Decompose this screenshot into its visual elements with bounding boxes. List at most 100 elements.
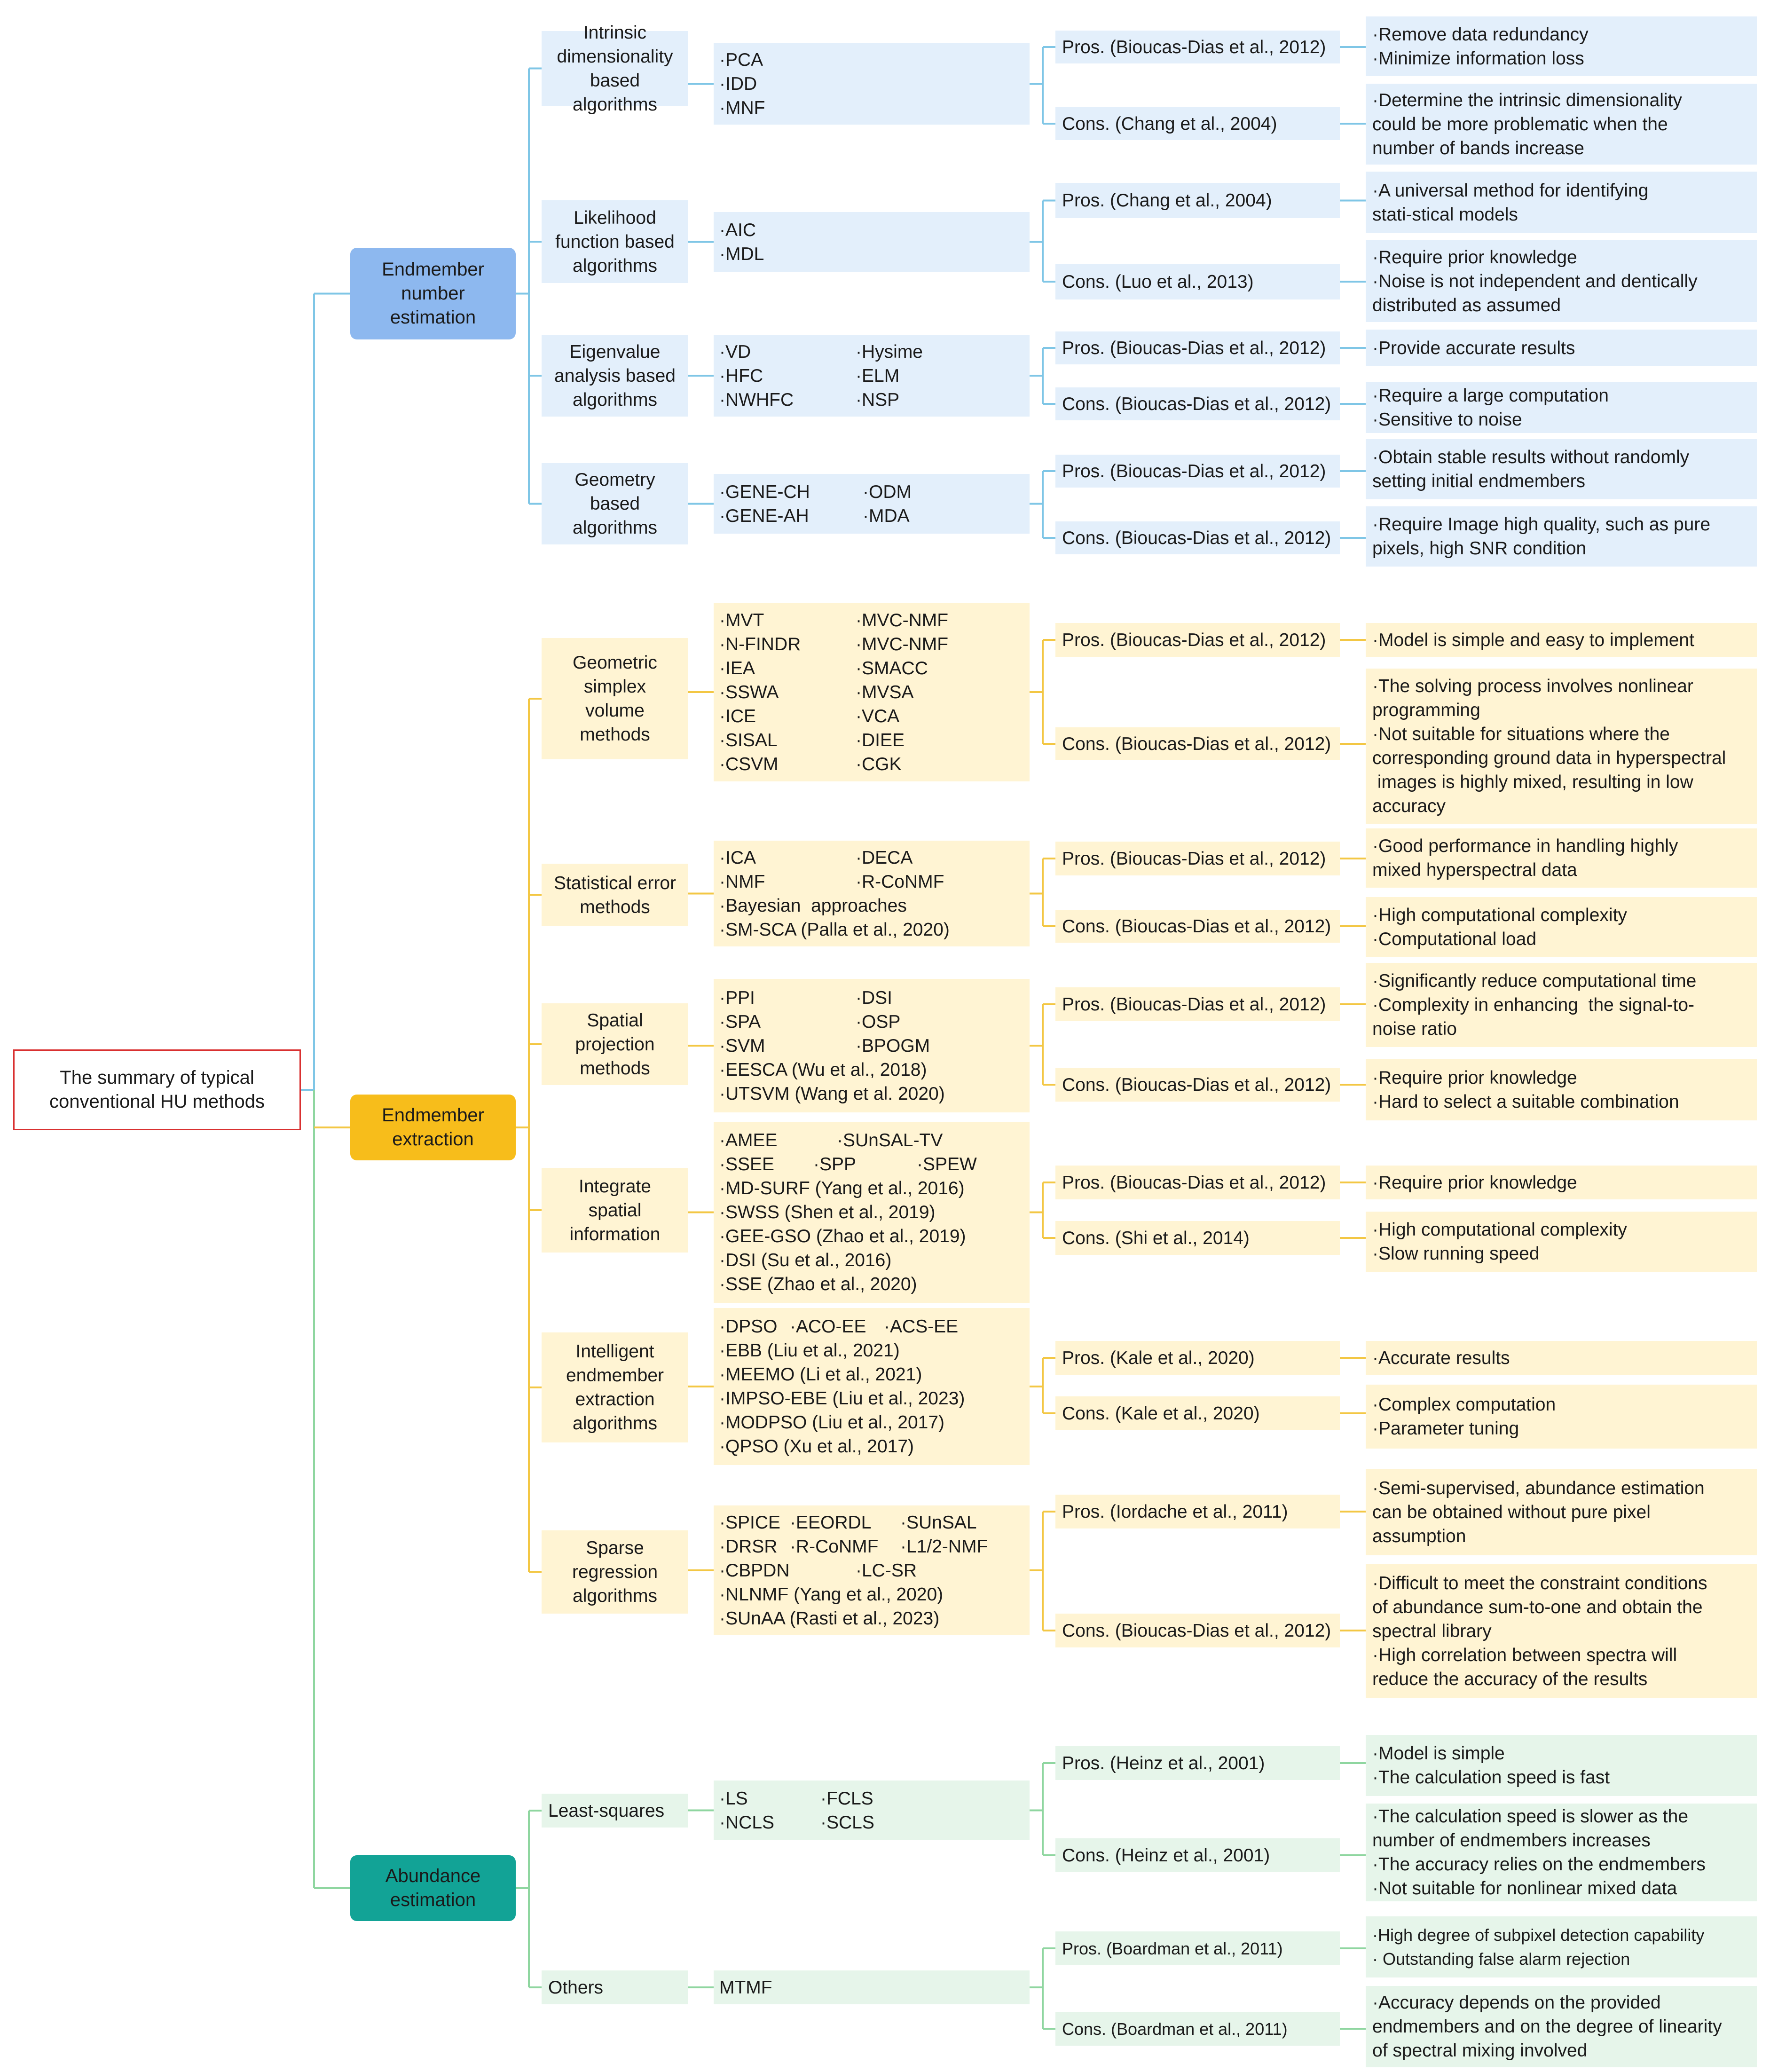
- method-row: ·NLNMF (Yang et al., 2020): [719, 1583, 1024, 1607]
- method-row: ·SM-SCA (Palla et al., 2020): [719, 918, 1024, 942]
- method-item: ·NLNMF (Yang et al., 2020): [719, 1584, 944, 1605]
- cons-label-box: Cons. (Kale et al., 2020): [1055, 1396, 1340, 1430]
- subcategory-label: volume: [585, 701, 645, 721]
- root-title: The summary of typical conventional HU m…: [49, 1067, 265, 1112]
- method-item: ·VCA: [856, 706, 900, 726]
- method-row: ·SPA·OSP: [719, 1010, 1024, 1034]
- pros-detail-line: ·Require prior knowledge: [1372, 1172, 1577, 1193]
- method-row: ·MD-SURF (Yang et al., 2016): [719, 1176, 1024, 1200]
- method-row: ·SVM ·BPOGM: [719, 1034, 1024, 1058]
- cons-detail-line: spectral library: [1372, 1621, 1492, 1641]
- method-row: ·SSEE·SPP·SPEW: [719, 1152, 1024, 1176]
- cons-label-box: Cons. (Bioucas-Dias et al., 2012): [1055, 1068, 1340, 1102]
- method-row: ·QPSO (Xu et al., 2017): [719, 1434, 1024, 1458]
- pros-detail-line: ·Complexity in enhancing the signal-to-: [1372, 995, 1695, 1015]
- method-item: ·VD: [719, 341, 751, 362]
- subcategory-label: based: [590, 70, 640, 91]
- pros-detail-line: setting initial endmembers: [1372, 471, 1586, 491]
- pros-label-box: Pros. (Heinz et al., 2001): [1055, 1746, 1340, 1780]
- method-item: ·MVC-NMF: [856, 610, 949, 630]
- method-row: ·DPSO·ACO-EE·ACS-EE: [719, 1315, 1024, 1339]
- method-item: ·QPSO (Xu et al., 2017): [719, 1436, 914, 1457]
- method-item: ·IEA: [719, 658, 755, 678]
- cons-detail-box: ·High computational complexity·Computati…: [1366, 897, 1757, 957]
- subcategory-label: algorithms: [573, 255, 657, 276]
- method-item: ·MDL: [719, 244, 764, 264]
- pros-detail-box: ·Significantly reduce computational time…: [1366, 963, 1757, 1047]
- pros-label: Pros. (Bioucas-Dias et al., 2012): [1062, 37, 1326, 57]
- method-row: ·DSI (Su et al., 2016): [719, 1248, 1024, 1272]
- method-item: ·EEORDL: [790, 1512, 872, 1533]
- method-item: ·DECA: [856, 847, 913, 868]
- method-row: ·SWSS (Shen et al., 2019): [719, 1200, 1024, 1224]
- method-row: ·IMPSO-EBE (Liu et al., 2023): [719, 1387, 1024, 1410]
- cons-label: Cons. (Bioucas-Dias et al., 2012): [1062, 1074, 1331, 1095]
- cons-detail-line: ·Accuracy depends on the provided: [1372, 1993, 1661, 2013]
- cons-detail-box: ·Difficult to meet the constraint condit…: [1366, 1564, 1757, 1698]
- cons-detail-line: of abundance sum-to-one and obtain the: [1372, 1597, 1703, 1617]
- method-row: ·GEE-GSO (Zhao et al., 2019): [719, 1224, 1024, 1248]
- subcategory-label: algorithms: [573, 1413, 657, 1434]
- pros-label-box: Pros. (Kale et al., 2020): [1055, 1341, 1340, 1375]
- method-item: ·ACO-EE: [790, 1316, 866, 1337]
- pros-label-box: Pros. (Boardman et al., 2011): [1055, 1931, 1340, 1965]
- method-item: ·SSWA: [719, 682, 779, 702]
- method-item: ·AMEE: [719, 1130, 778, 1150]
- cons-detail-line: of spectral mixing involved: [1372, 2040, 1588, 2061]
- method-row: ·IEA·SMACC: [719, 656, 1024, 680]
- subcategory-label: methods: [580, 1058, 650, 1079]
- pros-detail-line: ·Significantly reduce computational time: [1372, 971, 1697, 991]
- cons-detail-line: ·Complex computation: [1372, 1394, 1556, 1415]
- pros-label: Pros. (Bioucas-Dias et al., 2012): [1062, 630, 1326, 650]
- method-row: ·SISAL·DIEE: [719, 728, 1024, 752]
- method-item: ·ICA: [719, 847, 756, 868]
- pros-label: Pros. (Bioucas-Dias et al., 2012): [1062, 994, 1326, 1015]
- method-item: ·SCLS: [820, 1812, 874, 1833]
- method-item: ·BPOGM: [856, 1035, 930, 1056]
- method-row: ·MVT·MVC-NMF: [719, 608, 1024, 632]
- pros-label: Pros. (Bioucas-Dias et al., 2012): [1062, 338, 1326, 358]
- cons-label: Cons. (Bioucas-Dias et al., 2012): [1062, 916, 1331, 937]
- method-item: ·PPI: [719, 987, 755, 1008]
- pros-detail-line: ·The calculation speed is fast: [1372, 1767, 1610, 1788]
- pros-label: Pros. (Bioucas-Dias et al., 2012): [1062, 1172, 1326, 1193]
- methods-list: ·GENE-CH·ODM·GENE-AH·MDA: [714, 474, 1030, 534]
- methods-list: MTMF: [714, 1970, 1030, 2004]
- methods-list: ·LS·FCLS·NCLS·SCLS: [714, 1781, 1030, 1840]
- cons-detail-box: ·Require prior knowledge·Noise is not in…: [1366, 240, 1757, 322]
- method-row: ·NWHFC·NSP: [719, 388, 1024, 412]
- pros-detail-line: ·Model is simple: [1372, 1743, 1505, 1764]
- method-item: ·MDA: [863, 505, 910, 526]
- method-row: ·Bayesian approaches: [719, 894, 1024, 918]
- method-item: ·SVM: [719, 1035, 765, 1056]
- cons-label: Cons. (Luo et al., 2013): [1062, 271, 1254, 292]
- method-row: ·IDD: [719, 72, 1024, 96]
- pros-detail-box: ·Accurate results: [1366, 1341, 1757, 1375]
- method-row: ·NCLS·SCLS: [719, 1811, 1024, 1835]
- methods-list: ·ICA·DECA·NMF·R-CoNMF·Bayesian approache…: [714, 841, 1030, 946]
- subcategory-label: Geometry: [574, 470, 655, 490]
- category-label: estimation: [390, 307, 476, 328]
- method-row: ·HFC·ELM: [719, 364, 1024, 388]
- method-item: ·DIEE: [856, 730, 905, 750]
- method-row: ·N-FINDR·MVC-NMF: [719, 632, 1024, 656]
- cons-label: Cons. (Shi et al., 2014): [1062, 1228, 1250, 1248]
- method-row: ·PCA: [719, 48, 1024, 72]
- method-item: ·EBB (Liu et al., 2021): [719, 1340, 900, 1361]
- subcategory-label: Likelihood: [574, 207, 656, 228]
- pros-label-box: Pros. (Bioucas-Dias et al., 2012): [1055, 1166, 1340, 1199]
- subcategory-node: Others: [542, 1970, 688, 2004]
- subcategory-label: extraction: [575, 1389, 655, 1410]
- cons-label-box: Cons. (Bioucas-Dias et al., 2012): [1055, 1614, 1340, 1647]
- subcategory-label: algorithms: [573, 1586, 657, 1606]
- cons-detail-line: ·High correlation between spectra will: [1372, 1645, 1677, 1665]
